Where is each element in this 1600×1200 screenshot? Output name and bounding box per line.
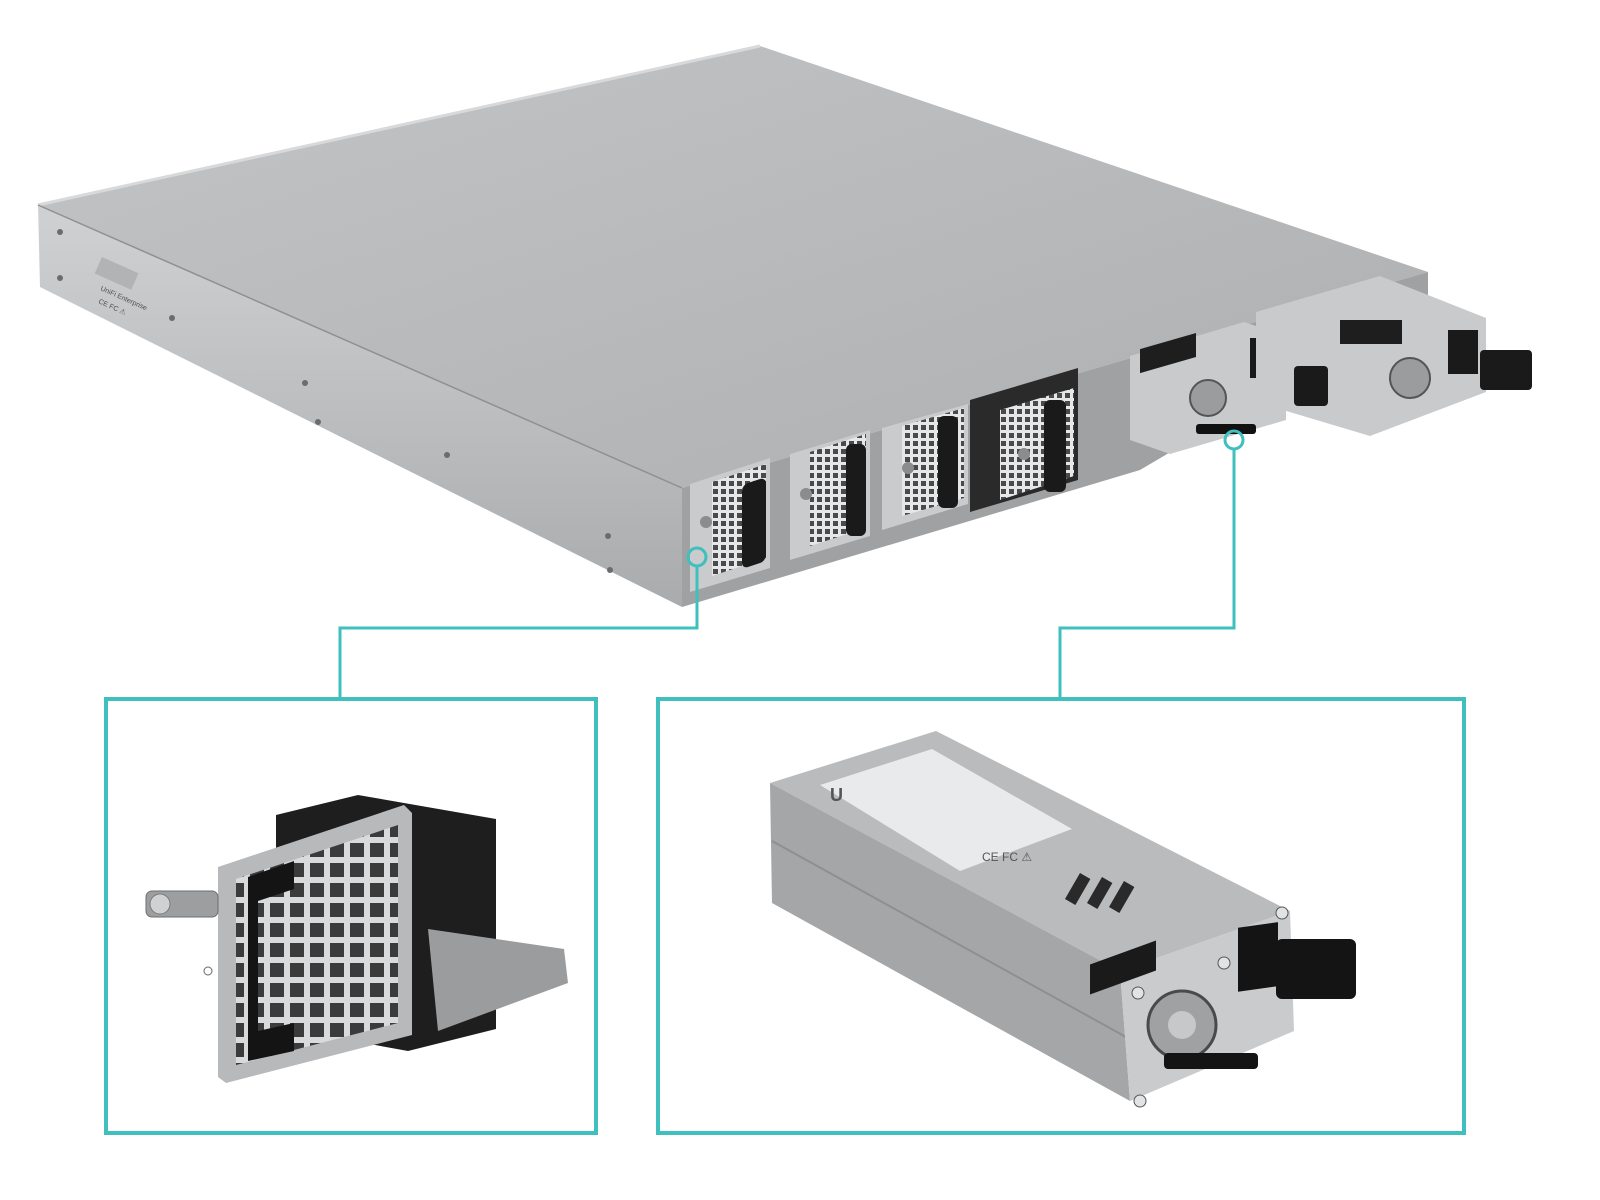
psu-2[interactable] — [1256, 276, 1532, 436]
fan-module-icon — [145, 795, 568, 1083]
psu-1[interactable] — [1130, 322, 1286, 454]
fan-module-2[interactable] — [790, 430, 870, 560]
chassis-top — [38, 46, 1428, 488]
power-supply-icon: U CE FC ⚠ — [770, 731, 1356, 1108]
fan-module-slots — [690, 368, 1078, 592]
psu-slots — [1130, 276, 1532, 454]
callout-connectors — [338, 429, 1245, 698]
side-screws — [57, 229, 613, 573]
chassis-left-side — [38, 205, 682, 607]
svg-text:U: U — [830, 785, 843, 805]
svg-text:CE FC ⚠: CE FC ⚠ — [982, 850, 1032, 864]
fan-module-3[interactable] — [882, 404, 968, 530]
fan-module-4[interactable] — [970, 368, 1078, 512]
fan-module-1[interactable] — [690, 458, 770, 592]
fan-module-callout — [104, 697, 598, 1135]
power-supply-callout: U CE FC ⚠ — [656, 697, 1466, 1135]
